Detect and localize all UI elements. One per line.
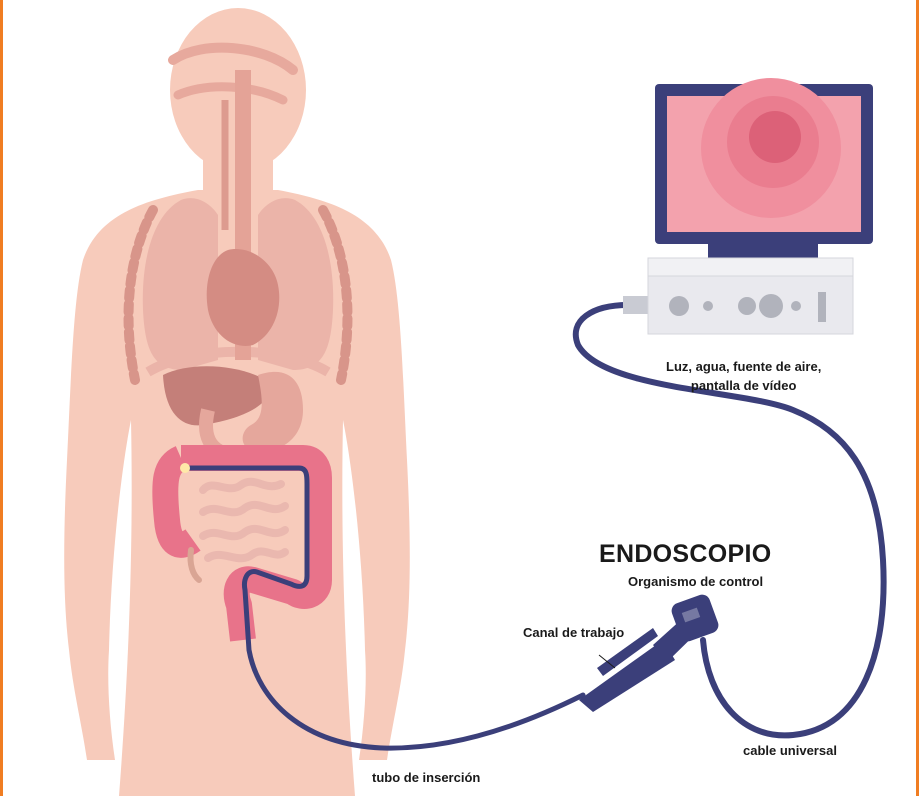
insertion-tube-label: tubo de inserción (372, 770, 480, 785)
control-body-label: Organismo de control (628, 574, 763, 589)
source-label-line-2: pantalla de vídeo (666, 376, 821, 395)
cable-connector (623, 296, 649, 314)
source-label: Luz, agua, fuente de aire, pantalla de v… (666, 357, 821, 395)
endoscope-title: ENDOSCOPIO (599, 540, 771, 569)
video-monitor (648, 78, 873, 334)
endoscope-handle (579, 592, 721, 712)
universal-cable-label: cable universal (743, 743, 837, 758)
diagram-artwork (3, 0, 916, 796)
source-label-line-1: Luz, agua, fuente de aire, (666, 357, 821, 376)
scope-tip-light (180, 463, 190, 473)
working-channel-label: Canal de trabajo (523, 625, 624, 640)
